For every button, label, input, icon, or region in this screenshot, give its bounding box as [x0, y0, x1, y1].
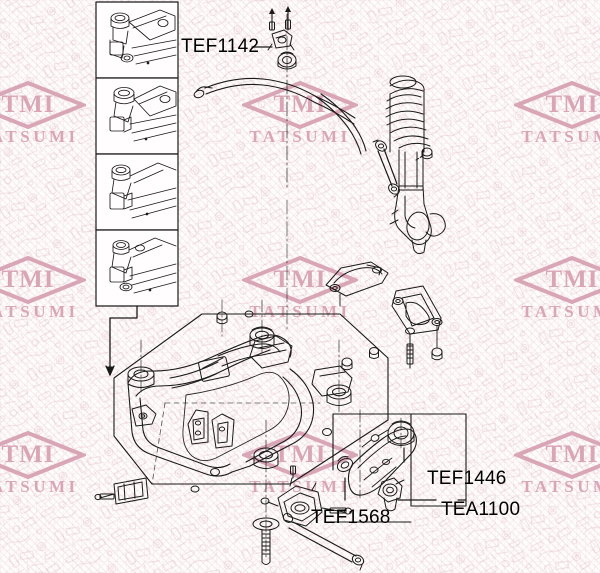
part-label-tef1446: TEF1446: [427, 468, 507, 489]
tie-rod: [282, 513, 365, 571]
stabilizer-bar-assembly: [193, 6, 367, 331]
triangle-bracket: [391, 285, 443, 369]
ball-joint: [377, 477, 405, 512]
detail-panel-1: [95, 1, 179, 79]
stabilizer-bolts: [269, 6, 291, 31]
gusset-plate: [325, 261, 389, 307]
detail-panel-2: [95, 77, 179, 155]
detail-panel-3: [95, 153, 179, 231]
part-label-tef1568: TEF1568: [311, 507, 391, 528]
detail-panel-4: [95, 229, 179, 307]
bolts: [252, 517, 280, 565]
detail-panel-4-art: [109, 237, 177, 294]
part-label-tef1142: TEF1142: [181, 36, 260, 57]
stabilizer-link: [372, 139, 400, 198]
left-bracket: [94, 477, 149, 505]
steering-knuckle: [389, 147, 446, 255]
control-arm-front-bushing: [336, 456, 354, 472]
lower-control-arm: [332, 409, 467, 523]
coil-spring: [385, 75, 431, 153]
stabilizer-bar: [204, 77, 356, 119]
detail-panel-3-art: [109, 162, 177, 219]
detail-panel-1-art: [109, 9, 177, 65]
detail-panel-2-art: [109, 85, 177, 142]
label-leaders: [251, 46, 467, 501]
subframe-nuts: [190, 310, 379, 493]
panel-leader-line: [109, 305, 138, 319]
part-label-tea1100: TEA1100: [441, 499, 521, 520]
strut-assembly: [398, 149, 424, 191]
detail-panel-group: [95, 1, 179, 376]
